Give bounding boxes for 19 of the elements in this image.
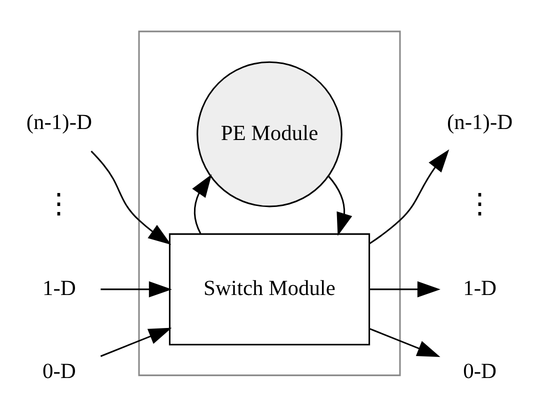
node-text: (n-1)-D <box>447 110 513 134</box>
arrow <box>369 149 450 244</box>
node-text: 0-D <box>42 358 76 383</box>
arrow <box>328 176 352 236</box>
arrow <box>100 328 172 357</box>
label: ⋮ <box>45 188 74 220</box>
arrow <box>192 174 212 234</box>
arrow <box>370 328 440 358</box>
node-circle: PE Module <box>196 61 342 208</box>
node-text: 0-D <box>463 358 497 383</box>
arrow <box>90 150 172 245</box>
arrow <box>370 281 440 298</box>
node-box: Switch Module <box>168 233 370 346</box>
arrow <box>100 281 172 298</box>
node-text: (n-1)-D <box>26 110 92 134</box>
cluster <box>138 30 401 376</box>
label: ⋮ <box>466 188 494 220</box>
node-text: 1-D <box>463 276 497 300</box>
node-text: 1-D <box>42 276 76 300</box>
